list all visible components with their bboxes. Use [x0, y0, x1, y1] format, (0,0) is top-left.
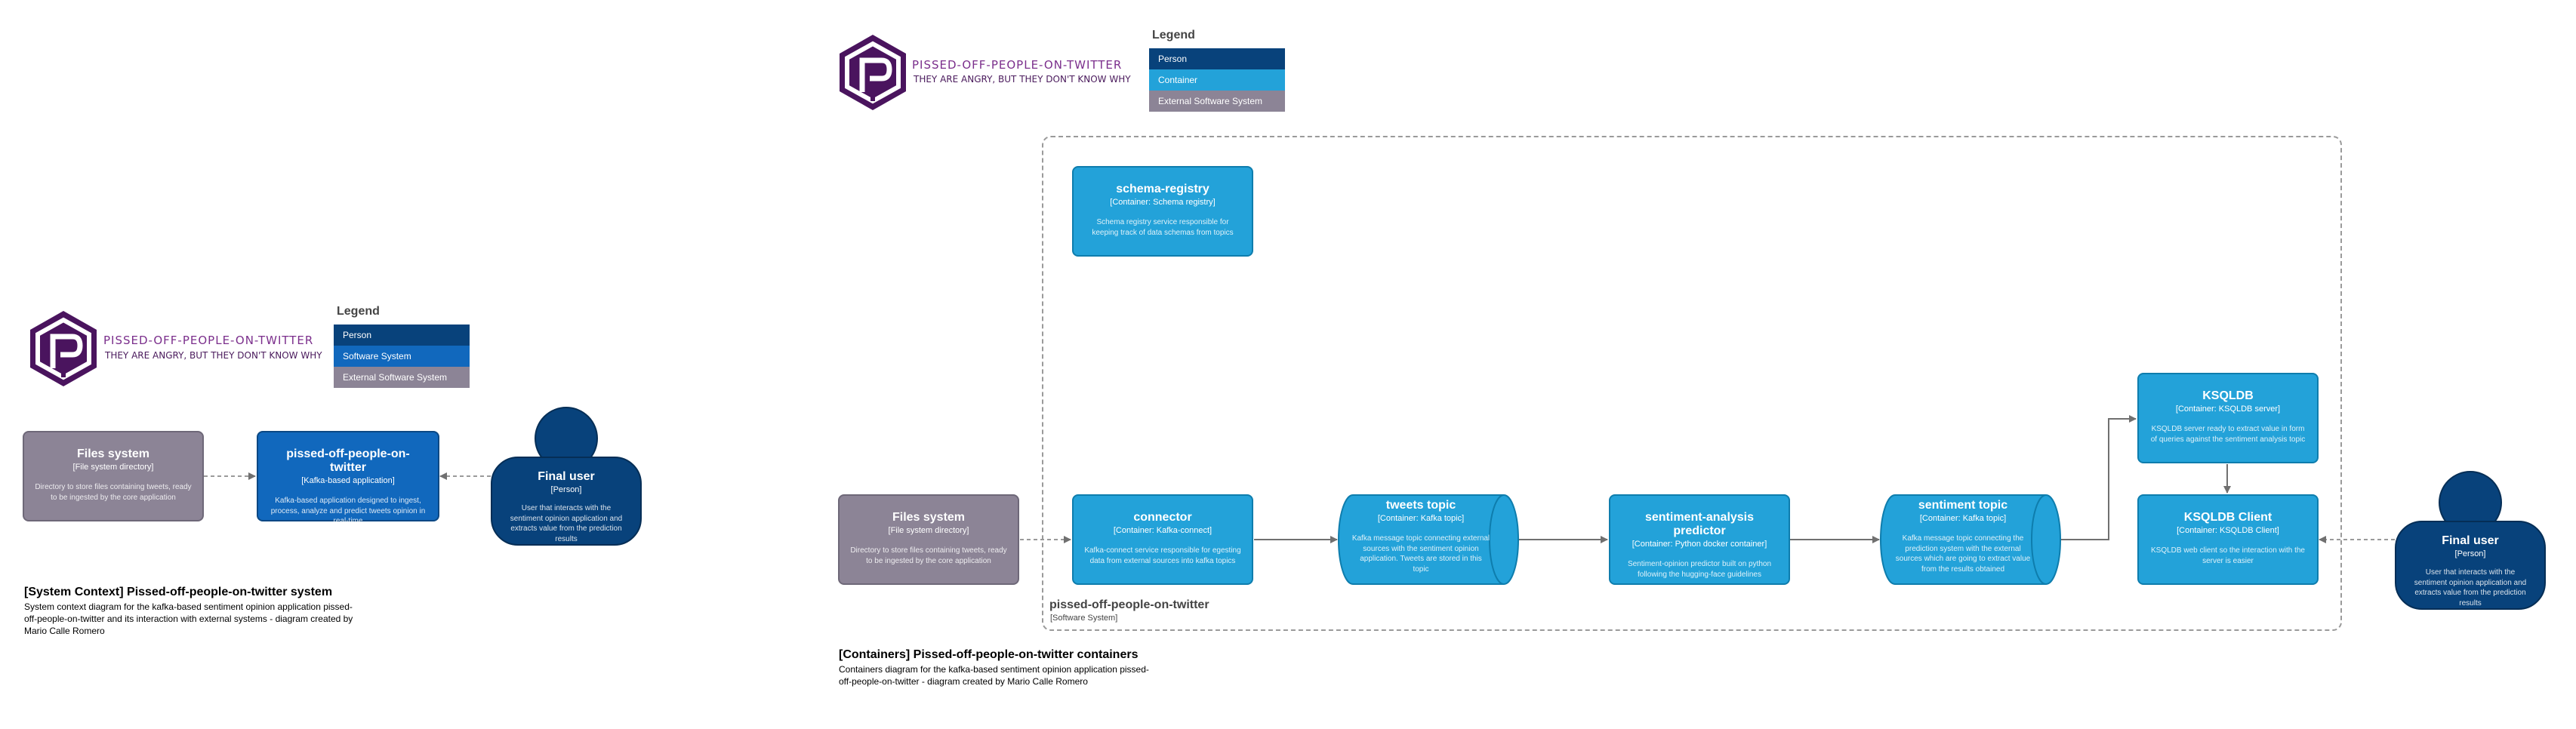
node-desc: Kafka message topic connecting external … — [1351, 534, 1490, 574]
context-caption-title: [System Context] Pissed-off-people-on-tw… — [24, 586, 333, 598]
boundary-title: pissed-off-people-on-twitter — [1049, 598, 1209, 611]
node-desc: Sentiment-opinion predictor built on pyt… — [1627, 560, 1772, 579]
node-type: [Person] — [2454, 549, 2486, 558]
container-schema-registry[interactable]: schema-registry [Container: Schema regis… — [1072, 166, 1253, 257]
node-title: tweets topic — [1385, 499, 1456, 512]
node-type: [File system directory] — [72, 463, 154, 472]
legend-item-software-system: Software System — [334, 346, 470, 367]
system-boundary — [1042, 136, 2342, 631]
node-title: KSQLDB Client — [2183, 511, 2272, 524]
brand-tagline: THEY ARE ANGRY, BUT THEY DON'T KNOW WHY — [914, 74, 1131, 85]
container-tweets-topic[interactable]: tweets topic [Container: Kafka topic] Ka… — [1338, 494, 1519, 585]
node-type: [File system directory] — [888, 526, 969, 535]
context-files-system[interactable]: Files system [File system directory] Dir… — [23, 431, 204, 521]
boundary-type: [Software System] — [1050, 614, 1118, 623]
node-type: [Container: KSQLDB Client] — [2177, 526, 2279, 535]
brand-hexagon-icon — [840, 35, 906, 110]
brand-tagline: THEY ARE ANGRY, BUT THEY DON'T KNOW WHY — [105, 350, 322, 361]
legend-item-external: External Software System — [1149, 91, 1285, 112]
node-type: [Container: Python docker container] — [1632, 540, 1767, 549]
node-title: Final user — [2442, 534, 2499, 547]
brand-name: PISSED-OFF-PEOPLE-ON-TWITTER — [103, 334, 314, 347]
node-title: connector — [1133, 511, 1192, 524]
containers-caption-desc: Containers diagram for the kafka-based s… — [839, 664, 1149, 687]
container-sentiment-topic[interactable]: sentiment topic [Container: Kafka topic]… — [1880, 494, 2061, 585]
node-desc: Directory to store files containing twee… — [850, 546, 1007, 565]
node-desc: Kafka message topic connecting the predi… — [1895, 534, 2031, 574]
legend-title: Legend — [1152, 29, 1195, 42]
node-type: [Container: Kafka topic] — [1919, 514, 2007, 523]
node-desc: User that interacts with the sentiment o… — [2414, 568, 2527, 608]
container-ksqldb-client[interactable]: KSQLDB Client [Container: KSQLDB Client]… — [2137, 494, 2319, 585]
legend-item-person: Person — [334, 325, 470, 346]
logo-context — [27, 309, 100, 392]
legend-context: Person Software System External Software… — [334, 325, 470, 388]
containers-caption-title: [Containers] Pissed-off-people-on-twitte… — [839, 648, 1139, 661]
context-app[interactable]: pissed-off-people-on-twitter [Kafka-base… — [257, 431, 439, 525]
node-desc: Schema registry service responsible for … — [1092, 218, 1234, 237]
legend-containers: Person Container External Software Syste… — [1149, 48, 1285, 112]
node-desc: User that interacts with the sentiment o… — [510, 504, 623, 543]
node-type: [Person] — [550, 485, 582, 494]
node-desc: KSQLDB web client so the interaction wit… — [2151, 546, 2305, 565]
brand-name: PISSED-OFF-PEOPLE-ON-TWITTER — [912, 58, 1123, 72]
node-desc: Kafka-connect service responsible for eg… — [1084, 546, 1241, 565]
node-title: Files system — [76, 448, 150, 460]
context-final-user[interactable]: Final user [Person] User that interacts … — [491, 407, 642, 546]
node-desc: Kafka-based application designed to inge… — [270, 497, 426, 525]
person-body: Final user [Person] User that interacts … — [2395, 521, 2546, 610]
container-ksqldb[interactable]: KSQLDB [Container: KSQLDB server] KSQLDB… — [2137, 373, 2319, 463]
node-type: [Container: Kafka-connect] — [1113, 526, 1213, 535]
container-files-system[interactable]: Files system [File system directory] Dir… — [838, 494, 1019, 585]
container-predictor[interactable]: sentiment-analysis predictor [Container:… — [1609, 494, 1790, 585]
person-body: Final user [Person] User that interacts … — [491, 457, 642, 546]
node-desc: Directory to store files containing twee… — [35, 483, 192, 502]
context-caption-desc: System context diagram for the kafka-bas… — [24, 601, 353, 637]
brand-hexagon-icon — [30, 311, 97, 386]
node-type: [Container: Schema registry] — [1110, 198, 1216, 207]
node-type: [Container: KSQLDB server] — [2175, 404, 2281, 414]
node-type: [Kafka-based application] — [301, 476, 395, 485]
legend-item-external: External Software System — [334, 367, 470, 388]
legend-item-person: Person — [1149, 48, 1285, 69]
cylinder-shape — [1338, 494, 1519, 585]
node-desc: KSQLDB server ready to extract value in … — [2150, 425, 2306, 444]
legend-item-container: Container — [1149, 69, 1285, 91]
arrow-sentiment-to-ksqldb — [2060, 415, 2137, 540]
logo-containers — [837, 33, 909, 115]
node-title: pissed-off-people-on-twitter — [286, 448, 410, 474]
node-type: [Container: Kafka topic] — [1377, 514, 1465, 523]
container-connector[interactable]: connector [Container: Kafka-connect] Kaf… — [1072, 494, 1253, 585]
node-title: sentiment-analysis predictor — [1644, 511, 1755, 537]
node-title: KSQLDB — [2202, 389, 2254, 402]
legend-title: Legend — [337, 305, 380, 318]
cylinder-shape — [1880, 494, 2061, 585]
node-title: sentiment topic — [1918, 499, 2008, 512]
node-title: schema-registry — [1116, 183, 1209, 195]
node-title: Final user — [538, 470, 595, 483]
container-final-user[interactable]: Final user [Person] User that interacts … — [2395, 471, 2546, 610]
node-title: Files system — [892, 511, 966, 524]
